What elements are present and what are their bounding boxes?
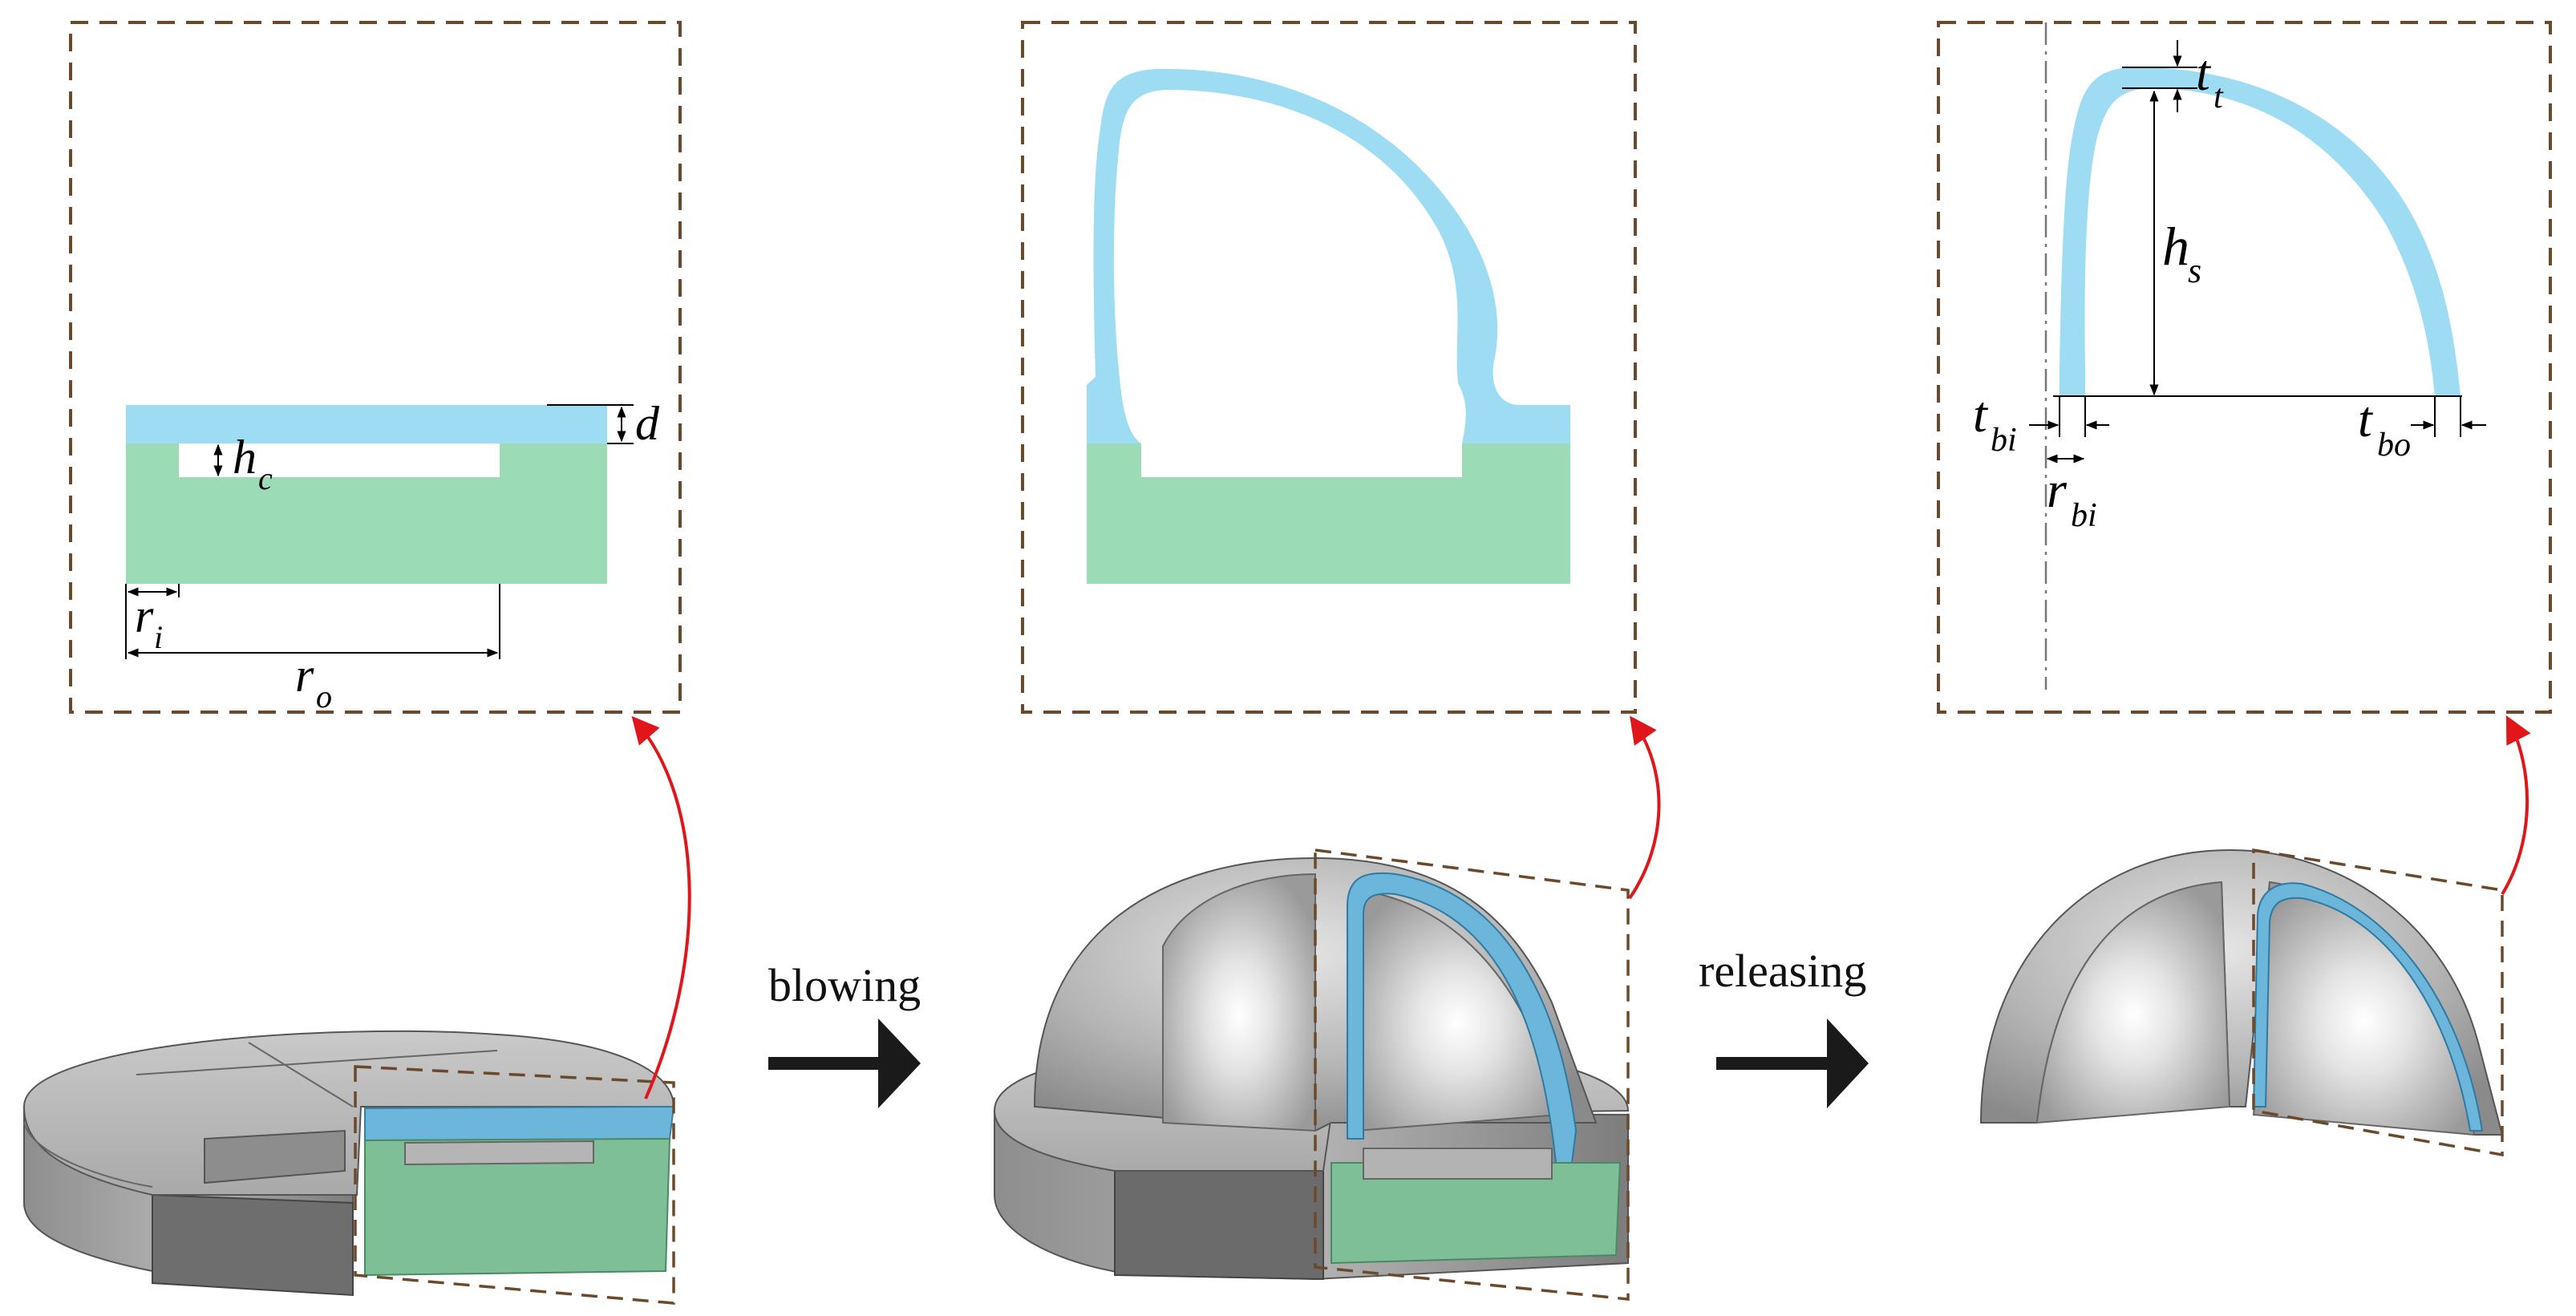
panel-blown-section [1021,21,1637,714]
cut-plane [1314,848,1630,1301]
step-label-releasing: releasing [1699,945,1866,997]
label-ro-sub: o [316,678,332,715]
label-tbo: t [2358,391,2374,447]
label-hc: h [233,431,257,484]
label-rbi: r [2047,461,2068,518]
zoom-arrow-1 [631,715,691,1099]
label-ri: r [135,589,154,642]
zoom-arrow-3 [2501,715,2531,896]
model-initial-3d [22,1030,675,1305]
zoom-arrow-2 [1628,715,1661,900]
label-tbi-sub: bi [1991,422,2017,459]
label-tt-sub: t [2213,79,2224,115]
label-tt: t [2196,44,2212,101]
cut-plane [354,1065,675,1305]
label-rbi-sub: bi [2071,497,2097,534]
section-frame [69,21,682,714]
arrow-head [878,1018,921,1108]
cut-plane [2252,848,2504,1157]
label-tbi: t [1973,386,1989,443]
panel-initial-section: d h c r i r o [69,21,682,715]
panel-released-section: t t h s t bi r bi t bo [1937,21,2552,714]
step-blowing: blowing [768,959,921,1108]
label-hs: h [2162,216,2189,277]
section-frame [1021,21,1637,714]
arrow-shaft [1716,1057,1833,1070]
released-shell [2060,67,2461,397]
label-ro: r [295,649,314,702]
section-frame [1937,21,2552,714]
step-label-blowing: blowing [768,959,921,1011]
model-released-3d [1979,848,2504,1157]
label-tbo-sub: bo [2377,427,2411,464]
label-hs-sub: s [2188,251,2201,290]
blown-membrane [1087,68,1570,444]
model-blown-3d [993,848,1630,1301]
arrow-shaft [768,1057,885,1070]
arrow-head [1827,1018,1869,1108]
step-releasing: releasing [1699,945,1869,1108]
membrane-layer [126,405,607,443]
label-ri-sub: i [154,619,163,655]
label-hc-sub: c [258,460,273,496]
substrate-layer [126,443,607,584]
label-d: d [635,397,660,450]
